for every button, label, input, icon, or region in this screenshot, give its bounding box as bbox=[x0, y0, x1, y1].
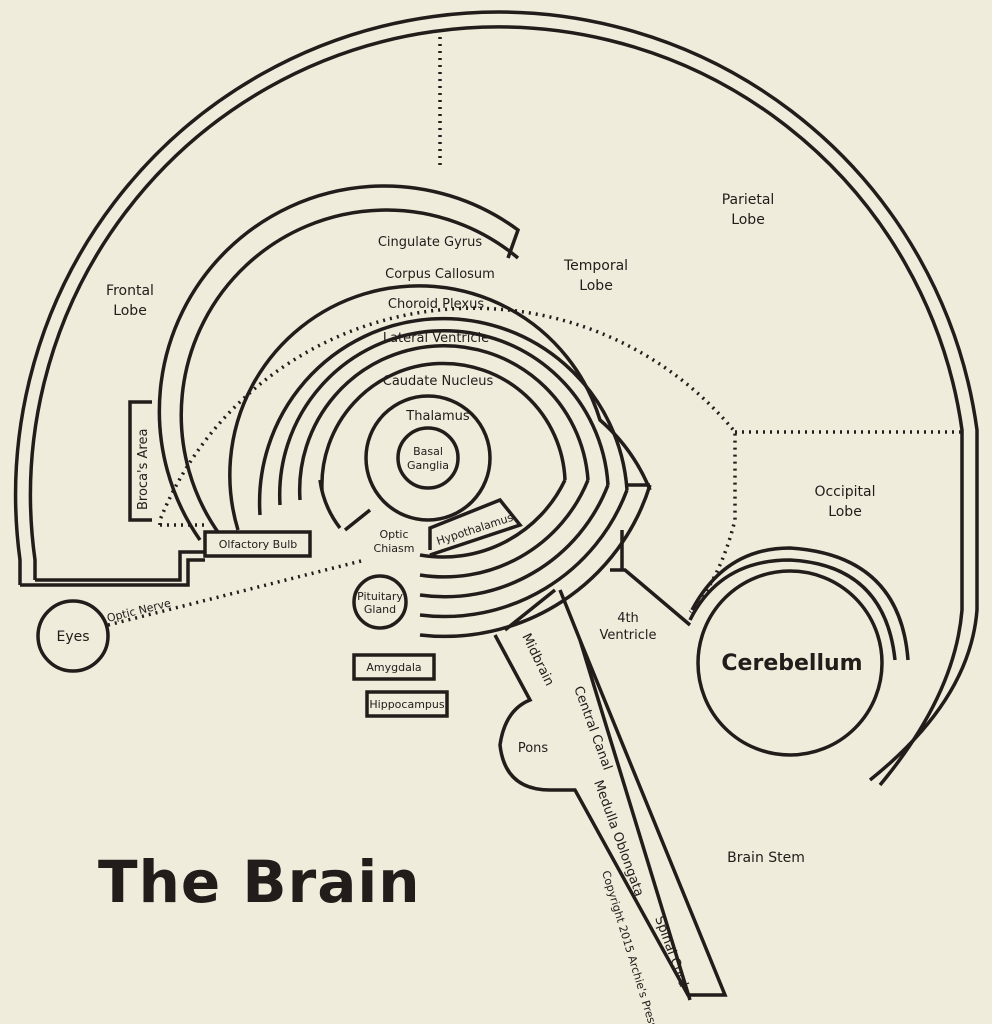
midbrain-label: Midbrain bbox=[518, 631, 556, 688]
limbic-arcs bbox=[157, 184, 652, 639]
cerebellum-group bbox=[688, 546, 910, 757]
cerebellum-label: Cerebellum bbox=[721, 651, 862, 676]
page-title: The Brain bbox=[98, 848, 421, 916]
outer-cortex-outline bbox=[13, 10, 979, 787]
brocas-area-box bbox=[128, 400, 152, 522]
medulla-oblongata-label: Medulla Oblongata bbox=[590, 778, 646, 898]
olfactory-bulb-box bbox=[203, 530, 312, 558]
pituitary-gland-circle bbox=[352, 574, 408, 630]
choroid-plexus-label: Choroid Plexus bbox=[388, 297, 484, 312]
brocas-area-label: Broca's Area bbox=[136, 429, 151, 510]
cingulate-gyrus-label: Cingulate Gyrus bbox=[378, 235, 483, 250]
amygdala-box bbox=[352, 653, 436, 681]
optic-nerve-label: Optic Nerve bbox=[106, 596, 173, 624]
spinal-cord-label: Spinal Cord bbox=[651, 914, 691, 989]
thalamus-label: Thalamus bbox=[405, 409, 470, 424]
corpus-callosum-label: Corpus Callosum bbox=[385, 267, 495, 282]
olfactory-bulb-label: Olfactory Bulb bbox=[219, 538, 298, 551]
hippocampus-label: Hippocampus bbox=[369, 698, 444, 711]
brain-stem-label: Brain Stem bbox=[727, 850, 805, 866]
caudate-nucleus-label: Caudate Nucleus bbox=[383, 374, 494, 389]
lateral-ventricle-label: Lateral Ventricle bbox=[383, 331, 489, 346]
core-circles bbox=[364, 394, 492, 522]
eyes-label: Eyes bbox=[56, 629, 89, 645]
hippocampus-box bbox=[365, 690, 449, 718]
lobe-dividers bbox=[158, 30, 962, 614]
amygdala-label: Amygdala bbox=[366, 661, 421, 674]
eyes-group bbox=[36, 558, 366, 673]
brain-stem-outline bbox=[493, 530, 728, 1001]
pons-label: Pons bbox=[518, 741, 549, 756]
